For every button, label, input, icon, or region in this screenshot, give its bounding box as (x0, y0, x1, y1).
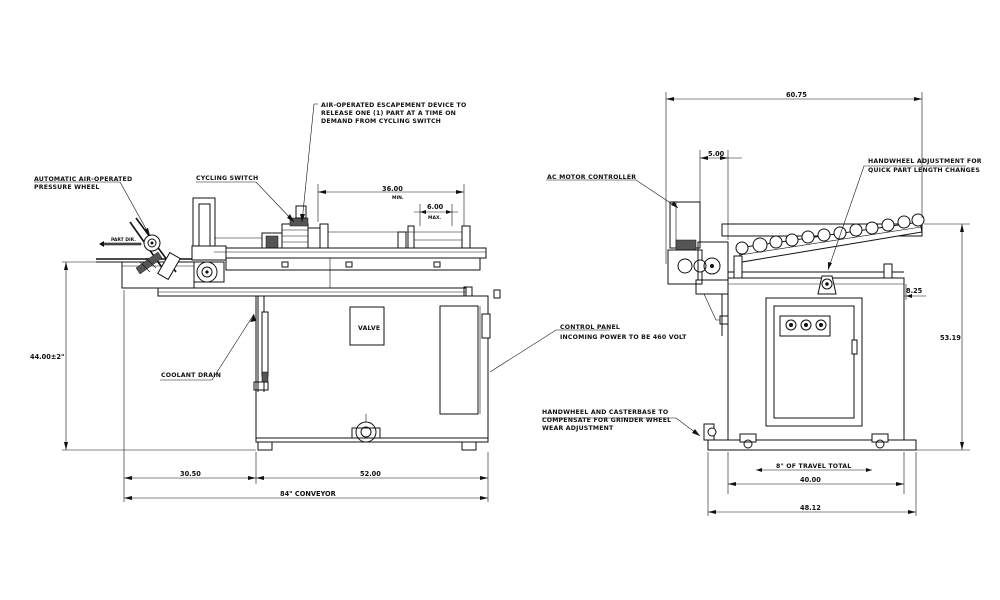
work-table (225, 223, 487, 292)
coolant-drain-label: COOLANT DRAIN (161, 372, 221, 379)
inclined-rail (721, 213, 925, 295)
side-motor (667, 201, 729, 378)
dimension-36-value: 36.00 (382, 185, 403, 193)
dimension-6-note: MAX. (428, 215, 441, 221)
dimension-8-25: 8.25 (904, 284, 926, 300)
grinder-head (191, 197, 320, 283)
part-direction-label: PART DIR. (111, 237, 136, 243)
dimension-overall-front-value: 84" CONVEYOR (280, 490, 336, 498)
dimension-8-25-value: 8.25 (906, 287, 923, 295)
dimension-5: 5.00 (699, 150, 742, 240)
dimension-6-value: 6.00 (427, 203, 444, 211)
dimension-left-value: 30.50 (180, 470, 201, 478)
dimension-bottom-front: 30.50 52.00 84" CONVEYOR (123, 290, 489, 502)
dimension-36-note: MIN. (392, 195, 404, 201)
pressure-wheel-label-line1: AUTOMATIC AIR-OPERATED (34, 176, 132, 183)
escapement-label-line1: AIR-OPERATED ESCAPEMENT DEVICE TO (321, 102, 466, 109)
handwheel-bottom-callout: HANDWHEEL AND CASTERBASE TO COMPENSATE F… (542, 409, 701, 437)
pressure-wheel-assembly (129, 217, 181, 281)
dimension-height-front: 44.00±2" (30, 261, 256, 451)
handwheel-top-callout: HANDWHEEL ADJUSTMENT FOR QUICK PART LENG… (827, 158, 982, 271)
pressure-wheel-label-line2: PRESSURE WHEEL (34, 184, 100, 191)
escapement-callout: AIR-OPERATED ESCAPEMENT DEVICE TO RELEAS… (300, 102, 466, 223)
dimension-48-12-value: 48.12 (800, 504, 821, 512)
dimension-53-19-value: 53.19 (940, 334, 961, 342)
side-cabinet (703, 277, 917, 451)
escapement-label-line3: DEMAND FROM CYCLING SWITCH (321, 118, 441, 125)
handwheel-bottom-label-line2: COMPENSATE FOR GRINDER WHEEL (542, 417, 671, 424)
escapement-label-line2: RELEASE ONE (1) PART AT A TIME ON (321, 110, 456, 117)
dimension-60-75: 60.75 (665, 91, 923, 264)
handwheel-bottom-label-line3: WEAR ADJUSTMENT (542, 425, 614, 432)
dimension-53-19: 53.19 (916, 223, 970, 451)
front-view: PART DIR. (30, 102, 687, 502)
handwheel-bottom-label-line1: HANDWHEEL AND CASTERBASE TO (542, 409, 668, 416)
control-panel-label: CONTROL PANEL (560, 324, 620, 331)
pressure-wheel-callout: AUTOMATIC AIR-OPERATED PRESSURE WHEEL (34, 176, 151, 237)
dimension-6: 6.00 MAX. (414, 203, 458, 226)
control-panel-callout: CONTROL PANEL INCOMING POWER TO BE 460 V… (489, 324, 687, 373)
coolant-drain-callout: COOLANT DRAIN (160, 313, 256, 381)
travel-total-label: 8" OF TRAVEL TOTAL (776, 463, 851, 470)
cycling-switch-callout: CYCLING SWITCH (196, 175, 295, 223)
dimension-bottom-side: 40.00 48.12 8" OF TRAVEL TOTAL (707, 452, 917, 516)
dimension-right-value: 52.00 (360, 470, 381, 478)
handwheel-top-label-line2: QUICK PART LENGTH CHANGES (868, 167, 980, 174)
ac-motor-callout: AC MOTOR CONTROLLER (546, 174, 679, 209)
valve-label: VALVE (358, 325, 380, 332)
cycling-switch-label: CYCLING SWITCH (196, 175, 258, 182)
side-view: AC MOTOR CONTROLLER HANDWHEEL ADJUSTMENT… (542, 91, 982, 516)
handwheel-top-label-line1: HANDWHEEL ADJUSTMENT FOR (868, 158, 982, 165)
dimension-5-value: 5.00 (708, 150, 725, 158)
dimension-40-value: 40.00 (800, 476, 821, 484)
dimension-60-75-value: 60.75 (786, 91, 807, 99)
incoming-power-label: INCOMING POWER TO BE 460 VOLT (560, 334, 687, 341)
ac-motor-label: AC MOTOR CONTROLLER (547, 174, 636, 181)
dimension-36: 36.00 MIN. (317, 184, 465, 226)
front-cabinet: VALVE (253, 295, 491, 451)
dimension-height-front-value: 44.00±2" (30, 353, 64, 361)
